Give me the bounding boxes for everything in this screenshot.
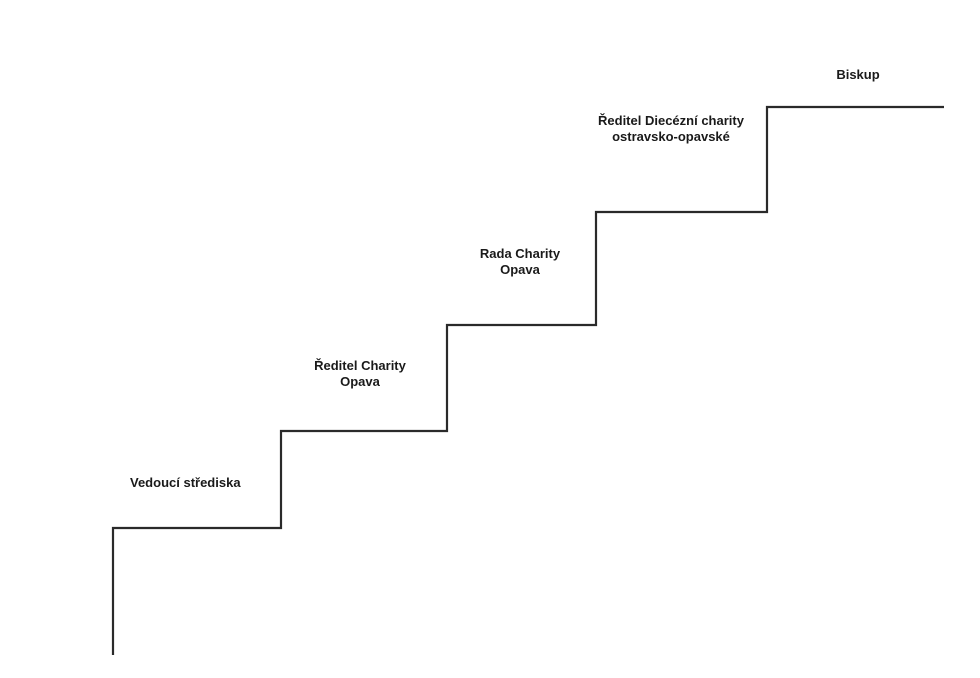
- step-4-line-2: ostravsko-opavské: [612, 129, 730, 144]
- step-label-reditel-diecezni-charity: Ředitel Diecézní charity ostravsko-opavs…: [583, 113, 759, 145]
- step-label-rada-charity-opava: Rada Charity Opava: [460, 246, 580, 278]
- step-1-line-1: Vedoucí střediska: [130, 475, 241, 490]
- stair-path: [111, 105, 944, 655]
- step-label-vedouci-strediska: Vedoucí střediska: [130, 475, 241, 491]
- step-label-biskup: Biskup: [828, 67, 888, 83]
- step-5-line-1: Biskup: [836, 67, 880, 82]
- step-4-line-1: Ředitel Diecézní charity: [598, 113, 744, 128]
- step-3-line-1: Rada Charity: [479, 246, 561, 261]
- step-label-reditel-charity-opava: Ředitel Charity Opava: [300, 358, 420, 390]
- step-2-line-2: Opava: [340, 374, 380, 389]
- step-3-line-2: Opava: [500, 262, 540, 277]
- step-2-line-1: Ředitel Charity: [314, 358, 406, 373]
